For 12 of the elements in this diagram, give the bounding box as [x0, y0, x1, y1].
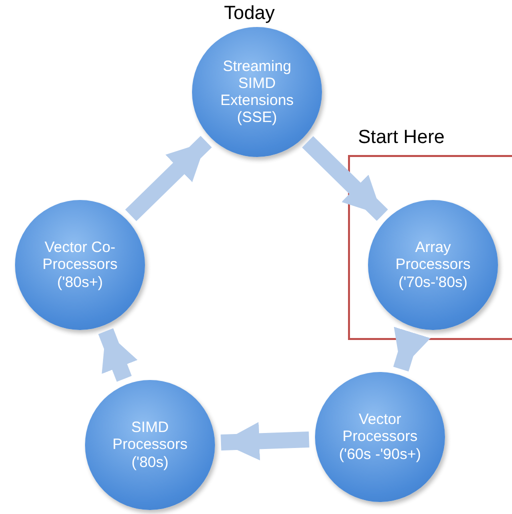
block-arrow: [393, 326, 431, 372]
era-label: Today: [224, 3, 275, 25]
block-arrow: [125, 136, 212, 222]
block-arrow: [220, 422, 310, 460]
stage-label: Vector Processors ('60s -'90s+): [338, 411, 422, 463]
stage-label: SIMD Processors ('80s): [111, 419, 189, 471]
stage-label: Streaming SIMD Extensions (SSE): [219, 58, 295, 126]
frame-heading: Start Here: [358, 127, 445, 149]
stage-label: Vector Co-Processors ('80s+): [41, 239, 119, 291]
stage-label: Array Processors ('70s-'80s): [394, 239, 472, 291]
block-arrow: [98, 328, 138, 382]
block-arrow: [302, 136, 388, 221]
